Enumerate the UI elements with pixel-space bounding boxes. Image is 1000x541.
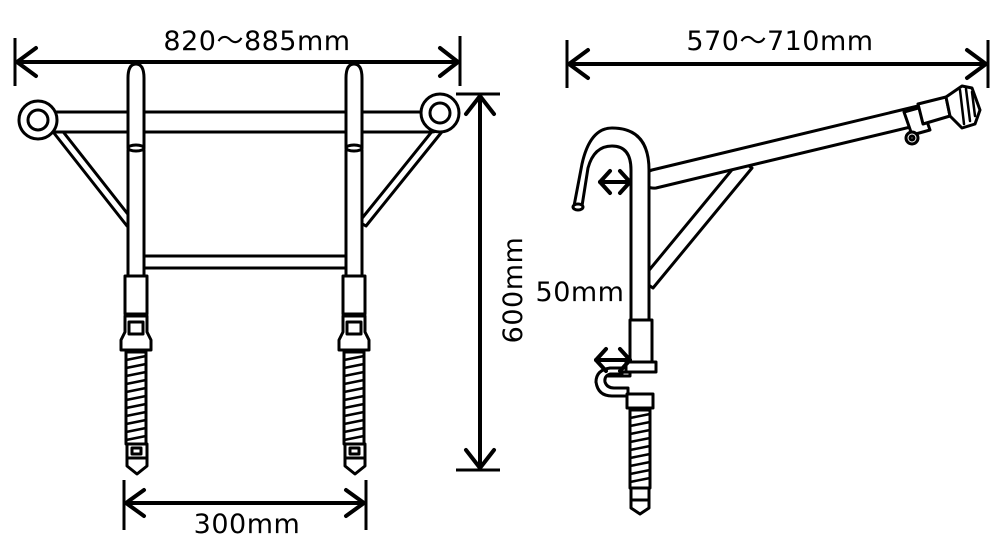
side-collar: [624, 360, 658, 374]
side-arm: [643, 104, 925, 190]
top-rail: [36, 110, 444, 134]
arm-reach-dimension: 570～710mm: [565, 22, 990, 88]
hook-gap-label: 50mm: [536, 277, 625, 308]
front-view: 820～885mm 600mm 300mm: [13, 22, 529, 540]
side-lower-hook: [594, 366, 630, 398]
left-wall-mount: [17, 99, 59, 141]
right-wall-mount: [419, 92, 461, 134]
base-width-dimension: 300mm: [122, 480, 368, 540]
right-diagonal-brace: [357, 122, 447, 228]
hook-gap-marker-lower: [594, 347, 632, 373]
middle-crossbar: [142, 254, 348, 270]
side-end-connector: [916, 95, 952, 126]
hook-gap-marker-upper: [598, 169, 632, 195]
base-width-label: 300mm: [194, 509, 301, 540]
left-diagonal-brace: [48, 122, 136, 228]
height-dimension: 600mm: [456, 92, 529, 472]
side-wall-flange-ridges: [958, 87, 977, 126]
side-view: 50mm 570～710mm: [536, 22, 990, 516]
right-upright: [337, 62, 371, 476]
side-vertical-post-hook: [572, 126, 651, 322]
left-upright: [119, 62, 153, 476]
overall-width-dimension: 820～885mm: [13, 22, 462, 86]
arm-reach-label: 570～710mm: [686, 26, 873, 57]
height-label: 600mm: [498, 237, 529, 344]
overall-width-label: 820～885mm: [163, 26, 350, 57]
